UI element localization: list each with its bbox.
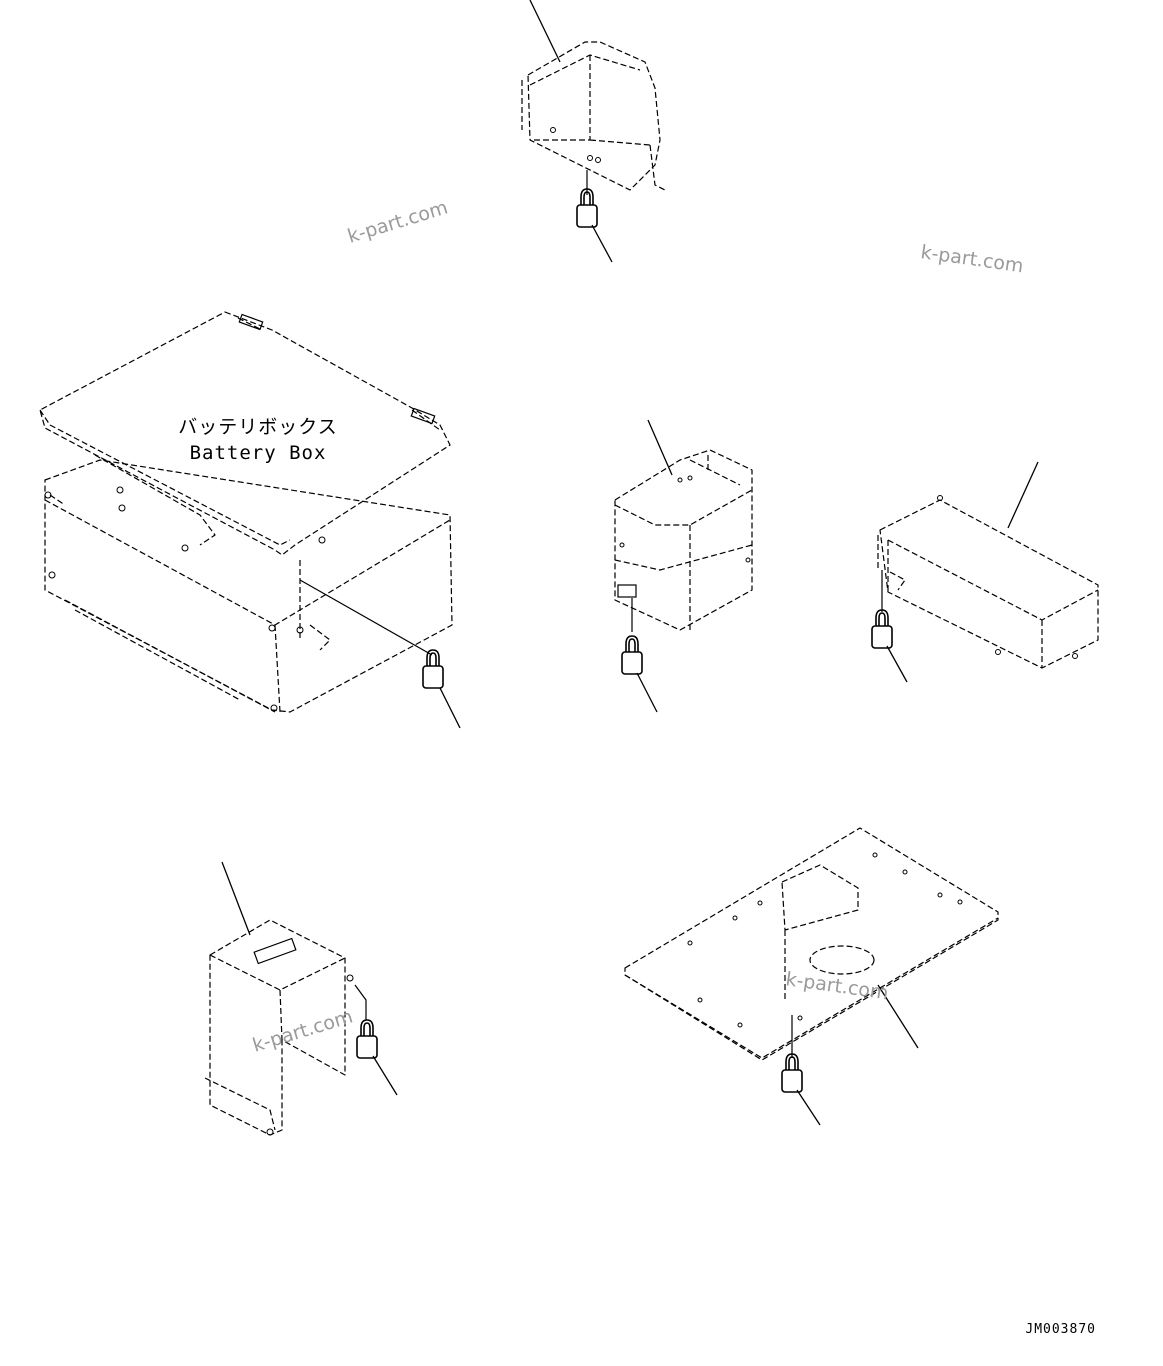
- padlock-icon: [871, 609, 893, 649]
- center-cover-part: [614, 419, 753, 713]
- padlock-icon: [422, 649, 444, 689]
- battery-box-label-jp: バッテリボックス: [178, 416, 337, 438]
- floor-plate-part: [624, 827, 999, 1126]
- padlock-icon: [356, 1019, 378, 1059]
- watermark: k-part.com: [345, 196, 450, 247]
- battery-box-part: バッテリボックス Battery Box: [39, 311, 461, 729]
- padlock-icon: [781, 1053, 803, 1093]
- watermark: k-part.com: [919, 241, 1025, 277]
- battery-box-label-en: Battery Box: [190, 442, 327, 464]
- drawing-code: JM003870: [1025, 1322, 1096, 1337]
- watermark: k-part.com: [784, 968, 890, 1004]
- bottom-left-cover-part: [204, 861, 398, 1136]
- watermark: k-part.com: [250, 1005, 355, 1056]
- padlock-icon: [621, 635, 643, 675]
- top-cover-part: [521, 0, 666, 263]
- right-box-part: [871, 461, 1099, 683]
